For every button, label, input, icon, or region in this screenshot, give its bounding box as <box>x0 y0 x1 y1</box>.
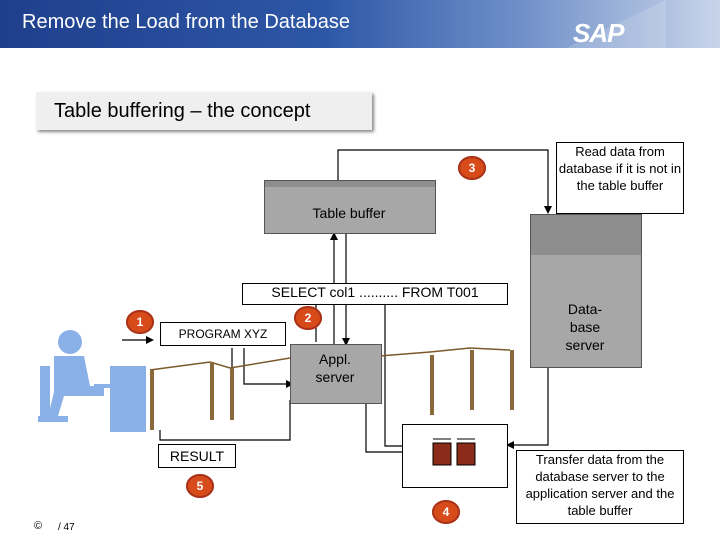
sap-logo <box>566 0 666 48</box>
step-3-badge: 3 <box>458 156 486 180</box>
transfer-note: Transfer data from the database server t… <box>516 450 684 524</box>
network-pole-icon <box>150 350 514 430</box>
page-number: / 47 <box>58 522 75 533</box>
result-box: RESULT <box>158 444 236 468</box>
database-server <box>530 214 642 368</box>
copyright-symbol: © <box>34 520 43 532</box>
header-bar <box>0 0 720 48</box>
data-packet-icon <box>432 438 476 466</box>
app-server <box>290 344 382 404</box>
step-1-badge: 1 <box>126 310 154 334</box>
read-note: Read data from database if it is not in … <box>556 142 684 214</box>
section-title: Table buffering – the concept <box>36 92 372 130</box>
select-statement: SELECT col1 .......... FROM T001 <box>242 283 508 305</box>
table-buffer-server <box>264 180 436 234</box>
table-buffer-label: Table buffer <box>312 205 386 221</box>
app-server-label: Appl. server <box>315 351 355 385</box>
database-label: Data- base server <box>565 301 605 353</box>
program-box: PROGRAM XYZ <box>160 322 286 346</box>
step-2-badge: 2 <box>294 306 322 330</box>
step-4-badge: 4 <box>432 500 460 524</box>
sap-logo-text: SAP <box>573 18 624 48</box>
user-at-computer-icon <box>38 330 146 432</box>
data-packet-box <box>402 424 508 488</box>
step-5-badge: 5 <box>186 474 214 498</box>
page-title: Remove the Load from the Database <box>22 11 350 33</box>
